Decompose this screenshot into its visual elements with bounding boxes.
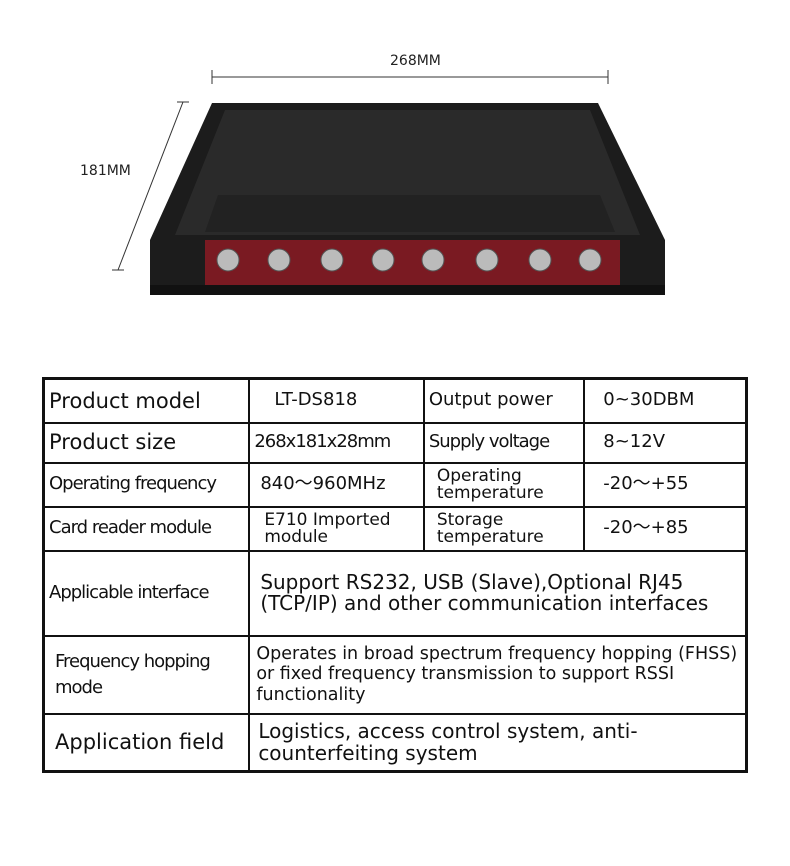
height-dimension-line <box>112 101 189 271</box>
table-row: Product size 268x181x28mm Supply voltage… <box>42 421 748 464</box>
spec-value: -20～+85 <box>583 505 748 552</box>
spec-label: Applicable interface <box>42 549 251 637</box>
table-row: Operating frequency 840～960MHz Operating… <box>42 461 748 508</box>
spec-value: Support RS232, USB (Slave),Optional RJ45… <box>248 549 748 637</box>
spec-value: 268x181x28mm <box>248 421 425 464</box>
spec-value: E710 Imported module <box>248 505 425 552</box>
rfid-reader-image <box>112 70 665 295</box>
spec-label: Supply voltage <box>422 421 586 464</box>
antenna-connectors <box>216 248 602 272</box>
width-label: 268MM <box>390 53 441 69</box>
spec-label: Card reader module <box>42 505 251 552</box>
spec-label: Storage temperature <box>422 505 586 552</box>
width-dimension-line <box>211 70 609 84</box>
table-row: Frequency hopping mode Operates in broad… <box>42 634 748 715</box>
table-row: Product model LT-DS818 Output power 0~30… <box>42 377 748 424</box>
reader-body <box>150 103 665 295</box>
spec-label: Application field <box>42 712 251 773</box>
spec-label: Frequency hopping mode <box>42 634 251 715</box>
spec-table: Product model LT-DS818 Output power 0~30… <box>42 377 748 773</box>
spec-value: Logistics, access control system, anti-c… <box>248 712 748 773</box>
table-row: Card reader module E710 Imported module … <box>42 505 748 552</box>
height-label: 181MM <box>80 163 131 179</box>
spec-value: Operates in broad spectrum frequency hop… <box>248 634 748 715</box>
spec-value: -20～+55 <box>583 461 748 508</box>
spec-value: LT-DS818 <box>248 377 425 424</box>
spec-value: 840～960MHz <box>248 461 425 508</box>
spec-label: Operating temperature <box>422 461 586 508</box>
table-row: Applicable interface Support RS232, USB … <box>42 549 748 637</box>
spec-value: 0~30DBM <box>583 377 748 424</box>
spec-label: Product model <box>42 377 251 424</box>
table-row: Application field Logistics, access cont… <box>42 712 748 773</box>
spec-label: Operating frequency <box>42 461 251 508</box>
spec-label: Product size <box>42 421 251 464</box>
spec-label: Output power <box>422 377 586 424</box>
spec-value: 8~12V <box>583 421 748 464</box>
